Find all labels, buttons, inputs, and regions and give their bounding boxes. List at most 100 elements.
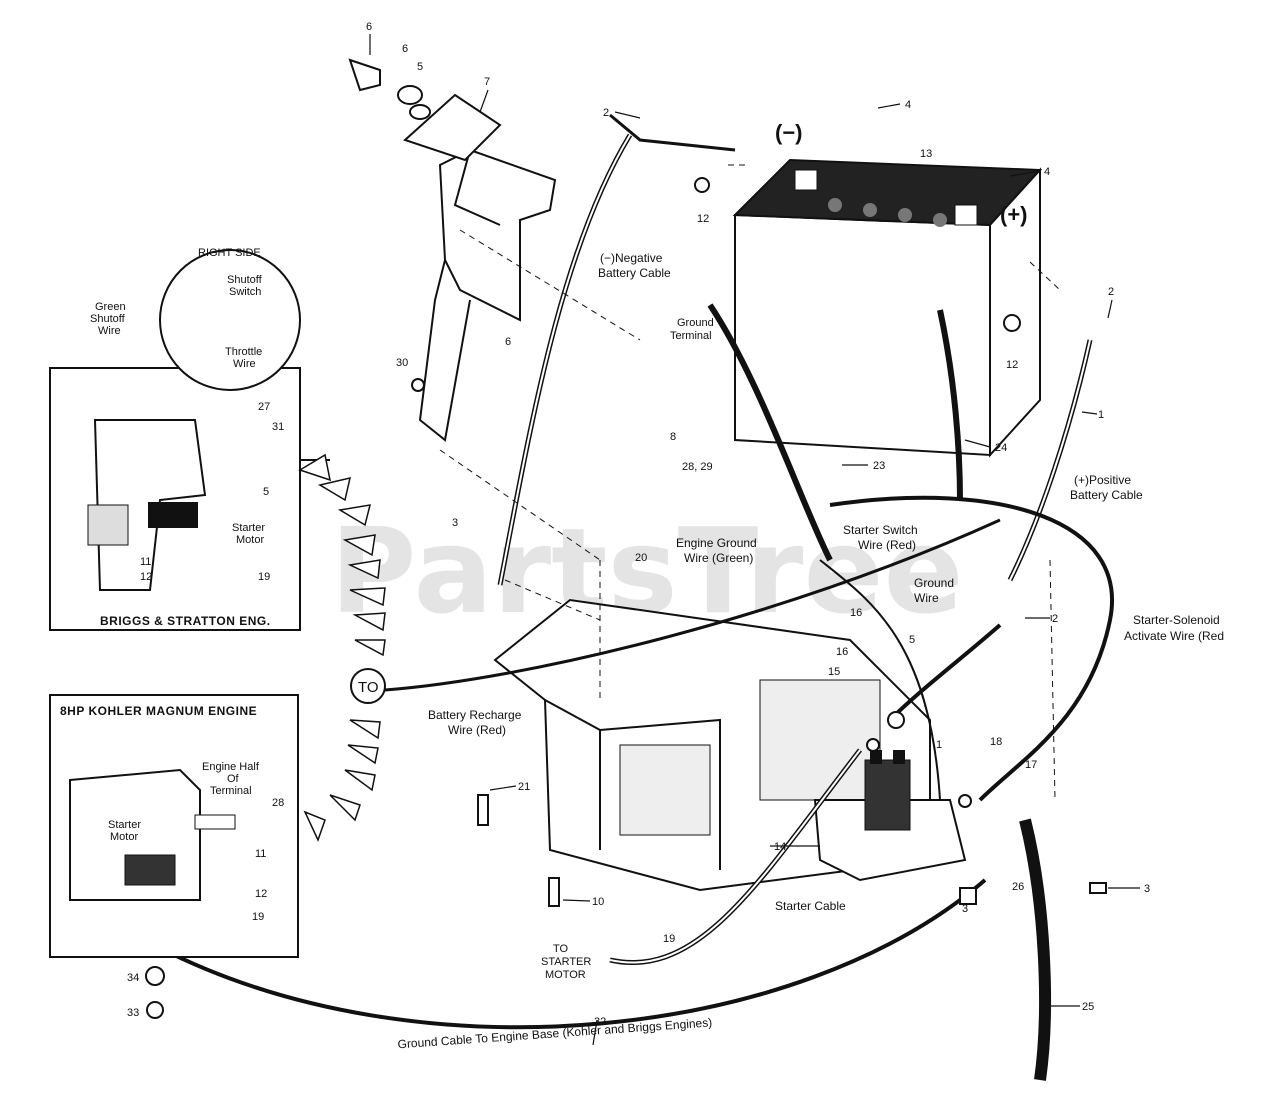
- part-number-13: 13: [920, 148, 932, 160]
- part-number-12a: 12: [697, 213, 709, 225]
- starter-solenoid: [813, 750, 967, 882]
- positive-cable-label-line1: (+)Positive: [1074, 473, 1131, 487]
- ground-wire-label-line2: Wire: [914, 591, 939, 605]
- part-number-23: 23: [873, 460, 885, 472]
- briggs-part-27: 27: [258, 401, 270, 413]
- part-number-21: 21: [518, 781, 530, 793]
- part-number-14: 14: [774, 841, 786, 853]
- kohler-inset-title: 8HP KOHLER MAGNUM ENGINE: [60, 704, 257, 718]
- part-number-3b: 3: [1144, 883, 1150, 895]
- starter-switch-wire-label-line2: Wire (Red): [858, 538, 916, 552]
- engine-half-label-line3: Terminal: [210, 785, 252, 797]
- briggs-starter-motor-line2: Motor: [236, 534, 264, 546]
- kohler-inset: [49, 694, 299, 958]
- part-number-3a: 3: [452, 517, 458, 529]
- part-number-15: 15: [828, 666, 840, 678]
- part-number-2b: 2: [1108, 286, 1114, 298]
- part-number-24: 24: [995, 442, 1007, 454]
- part-number-28-29: 28, 29: [682, 461, 713, 473]
- part-number-5a: 5: [417, 61, 423, 73]
- part-number-8: 8: [670, 431, 676, 443]
- part-number-33: 33: [127, 1007, 139, 1019]
- part-number-34: 34: [127, 972, 139, 984]
- solenoid-wire-label-line1: Starter-Solenoid: [1133, 613, 1220, 627]
- callout-arrows: [369, 34, 1140, 1046]
- part-number-2a: 2: [603, 107, 609, 119]
- briggs-starter-motor-line1: Starter: [232, 522, 265, 534]
- ground-cable-label: Ground Cable To Engine Base (Kohler and …: [397, 1015, 713, 1051]
- engine-ground-wire-label-line1: Engine Ground: [676, 536, 757, 550]
- part-number-6a: 6: [366, 21, 372, 33]
- leader-lines: [439, 164, 1061, 801]
- to-badge-label: TO: [358, 679, 379, 696]
- starter-cable-label: Starter Cable: [775, 899, 846, 913]
- part-number-6c: 6: [505, 336, 511, 348]
- part-number-1b: 1: [936, 739, 942, 751]
- to-starter-motor-line1: TO: [553, 943, 569, 955]
- part-number-4b: 4: [1044, 166, 1050, 178]
- part-number-20: 20: [635, 552, 647, 564]
- to-starter-motor-line3: MOTOR: [545, 969, 586, 981]
- part-number-1a: 1: [1098, 409, 1104, 421]
- battery-recharge-label-line1: Battery Recharge: [428, 708, 522, 722]
- throttle-wire-label-line1: Throttle: [225, 346, 262, 358]
- briggs-part-11: 11: [140, 556, 151, 568]
- cables: [159, 113, 1114, 1081]
- kohler-part-28: 28: [272, 797, 284, 809]
- part-number-10: 10: [592, 896, 604, 908]
- negative-cable-label-line2: Battery Cable: [598, 266, 671, 280]
- throttle-wire-label-line2: Wire: [233, 358, 256, 370]
- briggs-part-5: 5: [263, 486, 269, 498]
- green-shutoff-wire-label-line1: Green: [95, 301, 126, 313]
- kohler-part-11: 11: [255, 848, 266, 860]
- part-number-7: 7: [484, 76, 490, 88]
- negative-cable-label-line1: (−)Negative: [600, 251, 663, 265]
- ignition-switch: [348, 58, 502, 162]
- part-number-12b: 12: [1006, 359, 1018, 371]
- part-number-16a: 16: [850, 607, 862, 619]
- briggs-part-19: 19: [258, 571, 270, 583]
- hardware: [145, 177, 1107, 1019]
- part-number-18: 18: [990, 736, 1002, 748]
- battery-bracket: [418, 148, 557, 442]
- green-shutoff-wire-label-line3: Wire: [98, 325, 121, 337]
- green-shutoff-wire-label-line2: Shutoff: [90, 313, 126, 325]
- positive-cable-label-line2: Battery Cable: [1070, 488, 1143, 502]
- part-number-32: 32: [594, 1016, 606, 1028]
- starter-switch-wire-label-line1: Starter Switch: [843, 523, 918, 537]
- part-number-2c: 2: [1052, 613, 1058, 625]
- ground-terminal-label-line1: Ground: [677, 317, 714, 329]
- ground-wire-label-line1: Ground: [914, 576, 954, 590]
- battery-recharge-label-line2: Wire (Red): [448, 723, 506, 737]
- briggs-part-12: 12: [140, 571, 152, 583]
- shutoff-switch-label-line1: Shutoff: [227, 274, 263, 286]
- positive-terminal-mark: (+): [1000, 202, 1028, 227]
- engine-half-label-line1: Engine Half: [202, 761, 260, 773]
- part-number-6b: 6: [402, 43, 408, 55]
- part-number-26: 26: [1012, 881, 1024, 893]
- right-side-label: RIGHT SIDE: [198, 247, 261, 259]
- battery: [732, 158, 1043, 458]
- to-starter-motor-line2: STARTER: [541, 956, 591, 968]
- part-number-3c: 3: [962, 903, 968, 915]
- to-badge: [350, 668, 386, 704]
- kohler-starter-motor-line2: Motor: [110, 831, 138, 843]
- briggs-inset-title: BRIGGS & STRATTON ENG.: [100, 614, 271, 628]
- briggs-part-31: 31: [272, 421, 284, 433]
- part-numbers: 6 6 5 7 2 4 4 13 12 12 2 6 30 8 1 24 28,…: [127, 21, 1150, 1028]
- kohler-starter-motor-line1: Starter: [108, 819, 141, 831]
- briggs-inset: [49, 249, 330, 631]
- shutoff-switch-label-line2: Switch: [229, 286, 261, 298]
- part-number-17: 17: [1025, 759, 1037, 771]
- part-number-30: 30: [396, 357, 408, 369]
- part-number-16b: 16: [836, 646, 848, 658]
- part-number-19: 19: [663, 933, 675, 945]
- engine-half-label-line2: Of: [227, 773, 240, 785]
- engine-ground-wire-label-line2: Wire (Green): [684, 551, 753, 565]
- direction-arrows: [298, 453, 386, 842]
- part-number-4a: 4: [905, 99, 911, 111]
- kohler-part-12: 12: [255, 888, 267, 900]
- part-number-25: 25: [1082, 1001, 1094, 1013]
- part-number-5b: 5: [909, 634, 915, 646]
